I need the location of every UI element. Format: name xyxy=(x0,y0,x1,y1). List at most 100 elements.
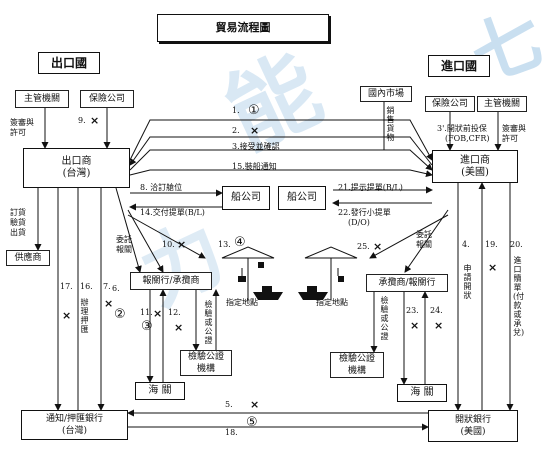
export-country-label: 出口國 xyxy=(50,56,87,70)
cross-mark: × xyxy=(153,307,163,320)
exporter-insurance-label: 保險公司 xyxy=(88,94,125,104)
advising-bank-label: 通知/押匯銀行 (台灣) xyxy=(45,414,104,436)
cross-mark: × xyxy=(104,297,114,310)
step-22-label: 22.發行小提單 xyxy=(338,208,391,217)
step-12-label: 12. xyxy=(168,308,181,317)
step-3-label: 3.接受並確認 xyxy=(232,142,280,151)
exporter-authority-box: 主管機關 xyxy=(15,90,69,108)
step-7-label: 7. xyxy=(103,282,111,291)
cross-mark: × xyxy=(373,240,383,253)
importer-label: 進口商 (美國) xyxy=(460,154,490,178)
domestic-market-label: 國內市場 xyxy=(367,89,404,99)
step-21-label: 21.提示提單(B/L) xyxy=(338,183,403,192)
import-inspection-box: 檢驗公證 機構 xyxy=(330,352,384,378)
issuing-bank-label: 開狀銀行 (美國) xyxy=(454,415,491,437)
entrust-right-label: 委託 報關 xyxy=(416,230,432,249)
step-14-label: 14.交付提單(B/L) xyxy=(140,208,205,217)
approve-left-label: 簽審與 許可 xyxy=(10,118,34,137)
marker-circle-4: ④ xyxy=(234,235,246,250)
order-goods-label: 訂貨 驗貨 出貨 xyxy=(10,208,26,237)
export-broker-box: 報關行/承攬商 xyxy=(130,272,212,290)
shipping-company-b-box: 船公司 xyxy=(278,186,326,210)
step-24-label: 24. xyxy=(430,306,443,315)
cross-mark: × xyxy=(62,309,72,322)
redeem-label: 進口贖單(付款或承兌) xyxy=(513,256,525,337)
cross-mark: × xyxy=(410,319,420,332)
step-4-label: 4. xyxy=(462,240,470,249)
sell-goods-label: 銷售貨物 xyxy=(386,106,395,142)
step-10-label: 10. xyxy=(162,240,175,249)
step-15-label: 15.裝船通知 xyxy=(232,162,277,171)
import-customs-box: 海 關 xyxy=(397,384,447,402)
exporter-box: 出口商 (台灣) xyxy=(23,148,130,188)
step-13-label: 13. xyxy=(218,240,231,249)
import-country-label: 進口國 xyxy=(440,59,477,73)
dest-left-label: 指定地點 xyxy=(226,298,258,307)
cross-mark: × xyxy=(174,321,184,334)
step-1-label: 1. xyxy=(232,106,240,115)
cross-mark: × xyxy=(488,261,498,274)
cross-mark: × xyxy=(434,319,444,332)
import-broker-label: 承攬商/報關行 xyxy=(378,278,436,288)
shipping-company-a-label: 船公司 xyxy=(231,192,261,203)
export-customs-box: 海 關 xyxy=(135,382,185,400)
page-title: 貿易流程圖 xyxy=(157,14,329,42)
approve-right-label: 簽審與 許可 xyxy=(502,124,526,143)
import-customs-label: 海 關 xyxy=(410,387,434,398)
step-11-label: 11. xyxy=(140,308,153,317)
marker-circle-1: ① xyxy=(248,103,260,118)
marker-circle-2: ② xyxy=(114,307,126,322)
step-25-label: 25. xyxy=(357,242,370,251)
marker-circle-3: ③ xyxy=(141,319,153,334)
step-17-label: 17. xyxy=(60,282,73,291)
negotiation-label: 辦理押匯 xyxy=(80,298,89,334)
cross-mark: × xyxy=(250,398,260,411)
import-broker-box: 承攬商/報關行 xyxy=(366,274,448,292)
domestic-market-box: 國內市場 xyxy=(360,86,412,102)
importer-authority-box: 主管機關 xyxy=(477,96,527,112)
step-20-label: 20. xyxy=(510,240,523,249)
page-title-text: 貿易流程圖 xyxy=(215,21,271,34)
marker-circle-5: ⑤ xyxy=(246,415,258,430)
import-country-heading: 進口國 xyxy=(428,55,490,77)
step-3b-label: 3'.開狀前投保 xyxy=(437,124,487,133)
step-3c-label: (FOB,CFR) xyxy=(445,134,490,143)
export-broker-label: 報關行/承攬商 xyxy=(142,276,200,286)
export-inspection-box: 檢驗公證 機構 xyxy=(180,350,232,376)
exporter-insurance-box: 保險公司 xyxy=(80,90,134,108)
step-8-label: 8. 洽訂艙位 xyxy=(140,183,183,192)
importer-insurance-box: 保險公司 xyxy=(425,96,475,112)
issuing-bank-box: 開狀銀行 (美國) xyxy=(428,410,518,442)
step-22-do-label: (D/O) xyxy=(348,218,370,227)
cross-mark: × xyxy=(177,238,187,251)
entrust-left-label: 委託 報關 xyxy=(116,235,132,254)
apply-lc-label: 申請開狀 xyxy=(463,264,472,300)
step-2-label: 2. xyxy=(232,126,240,135)
importer-authority-label: 主管機關 xyxy=(483,99,520,109)
cross-mark: × xyxy=(90,114,100,127)
inspection-right-label: 檢驗或公證 xyxy=(380,296,389,341)
import-inspection-label: 檢驗公證 機構 xyxy=(338,354,375,376)
step-9-label: 9. xyxy=(78,116,86,125)
step-23-label: 23. xyxy=(406,306,419,315)
supplier-box: 供應商 xyxy=(6,250,50,266)
exporter-label: 出口商 (台灣) xyxy=(61,156,92,179)
supplier-label: 供應商 xyxy=(14,253,42,263)
step-19-label: 19. xyxy=(485,240,498,249)
shipping-company-b-label: 船公司 xyxy=(287,192,317,203)
step-5-label: 5. xyxy=(225,400,233,409)
inspection-left-label: 檢驗或公證 xyxy=(204,300,213,345)
step-16-label: 16. xyxy=(80,282,93,291)
cross-mark: × xyxy=(250,124,260,137)
importer-box: 進口商 (美國) xyxy=(432,150,518,183)
shipping-company-a-box: 船公司 xyxy=(222,186,270,210)
step-6-label: 6. xyxy=(112,284,120,293)
importer-insurance-label: 保險公司 xyxy=(431,99,468,109)
exporter-authority-label: 主管機關 xyxy=(23,94,60,104)
export-inspection-label: 檢驗公證 機構 xyxy=(187,352,224,374)
dest-right-label: 指定地點 xyxy=(316,298,348,307)
export-customs-label: 海 關 xyxy=(148,385,172,396)
advising-bank-box: 通知/押匯銀行 (台灣) xyxy=(21,410,128,440)
step-18-label: 18. xyxy=(225,428,238,437)
